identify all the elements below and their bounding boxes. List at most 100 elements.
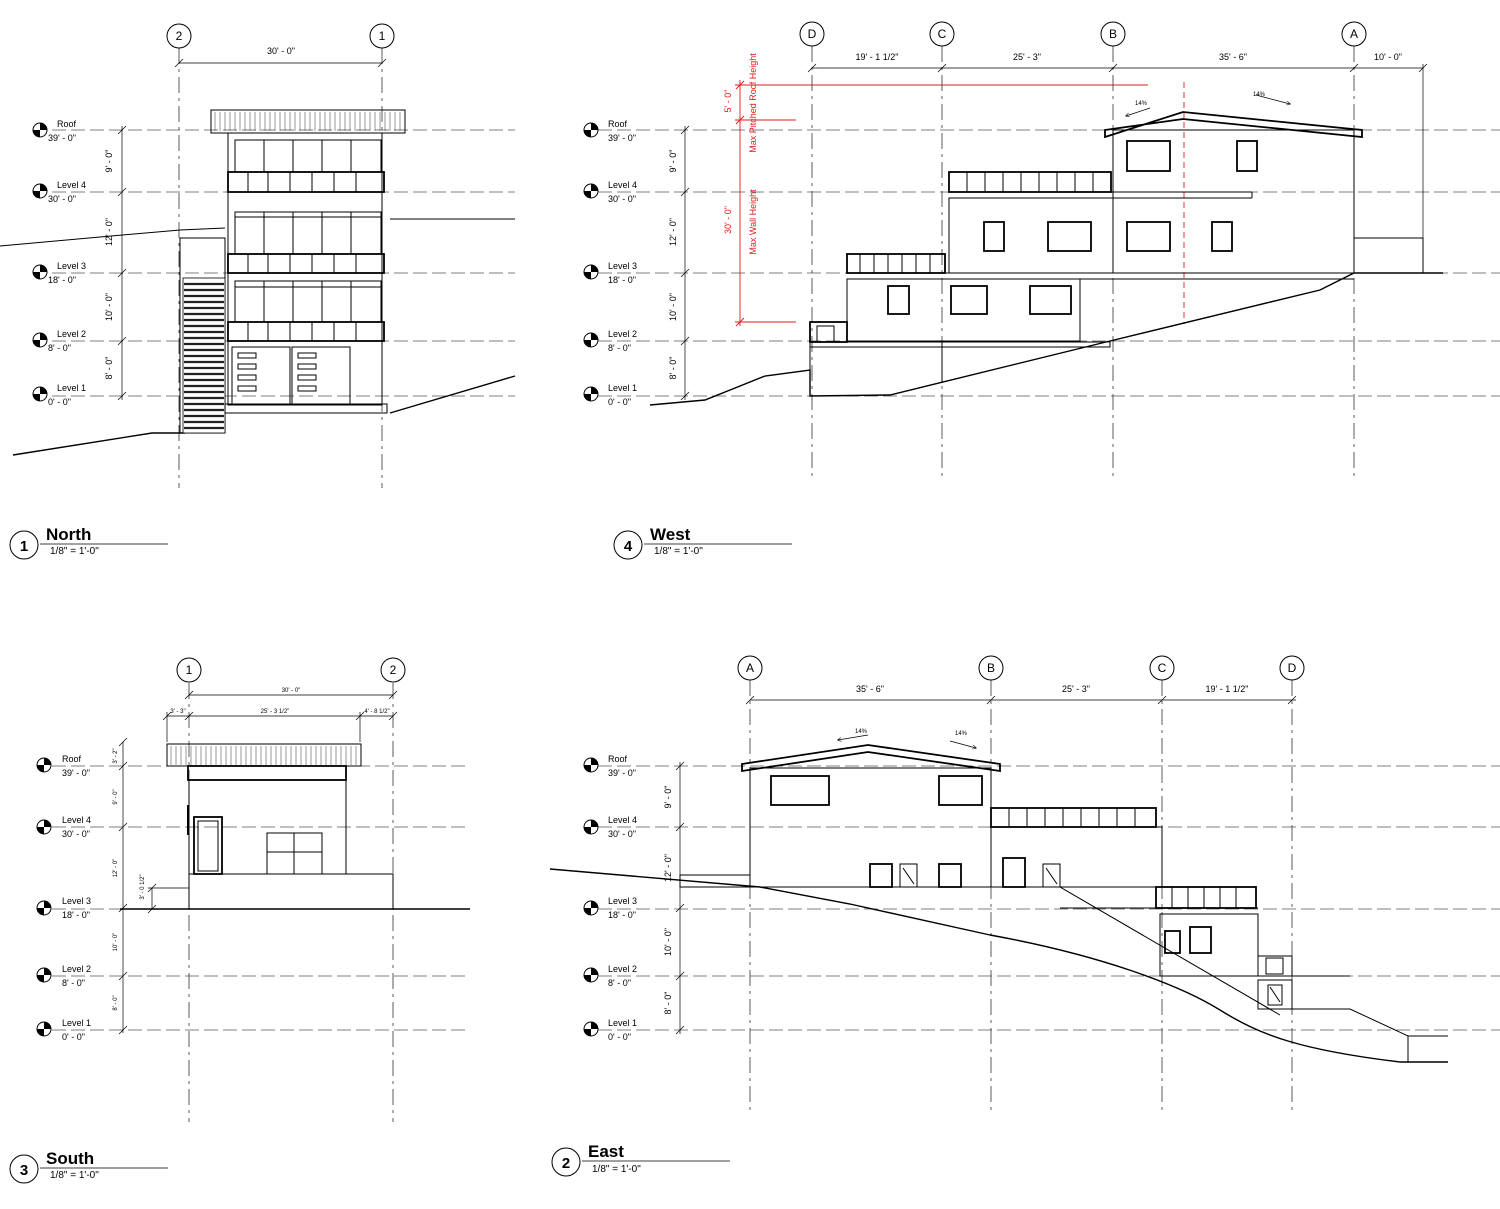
level-elevation: 39' - 0" (608, 768, 636, 778)
east-grid-dimensions: 35' - 6" 25' - 3" 19' - 1 1/2" (745, 684, 1297, 705)
north-view-title: 1 North 1/8" = 1'-0" (9, 525, 168, 560)
level-name: Level 4 (608, 815, 637, 825)
level-elevation: 18' - 0" (62, 910, 90, 920)
svg-text:1: 1 (186, 663, 193, 677)
story-height: 8' - 0" (104, 357, 114, 380)
view-number: 2 (562, 1155, 570, 1172)
svg-text:4' - 8 1/2": 4' - 8 1/2" (364, 709, 389, 715)
svg-text:14%: 14% (955, 731, 968, 737)
north-ground-line (389, 375, 516, 414)
svg-text:2: 2 (390, 663, 397, 677)
west-elevation: Roof 39' - 0" Level 4 30' - 0" Level 3 1… (583, 21, 1500, 560)
north-side-grade (0, 227, 226, 247)
svg-text:19' - 1 1/2": 19' - 1 1/2" (856, 52, 899, 62)
grid-bubble-2: 2 (380, 657, 406, 683)
grid-bubble-a: A (737, 655, 763, 681)
svg-text:B: B (987, 661, 995, 675)
svg-text:30' - 0": 30' - 0" (267, 46, 295, 56)
level-name: Level 3 (608, 261, 637, 271)
grid-bubble-b: B (978, 655, 1004, 681)
story-height: 9' - 0" (104, 150, 114, 173)
level-elevation: 39' - 0" (62, 768, 90, 778)
level-name: Level 4 (57, 180, 86, 190)
view-title: South (46, 1149, 94, 1168)
svg-text:19' - 1 1/2": 19' - 1 1/2" (1206, 684, 1249, 694)
story-height: 12' - 0" (104, 218, 114, 246)
level-name: Roof (608, 754, 628, 764)
south-level-marker-level3: Level 3 18' - 0" (36, 896, 91, 920)
north-exterior-stair (179, 237, 226, 434)
level-name: Level 3 (62, 896, 91, 906)
north-level-marker-roof: Roof 39' - 0" (32, 119, 77, 143)
grid-bubble-2: 2 (166, 23, 192, 49)
story-height: 8' - 0" (113, 995, 119, 1010)
level-name: Roof (608, 119, 628, 129)
svg-text:A: A (1350, 27, 1358, 41)
story-height: 9' - 0" (668, 150, 678, 173)
level-elevation: 18' - 0" (608, 275, 636, 285)
svg-text:D: D (808, 27, 817, 41)
north-level-marker-level1: Level 1 0' - 0" (32, 383, 86, 407)
east-level-marker-level2: Level 2 8' - 0" (583, 964, 637, 988)
north-elevation: Roof 39' - 0" Level 4 30' - 0" Level 3 1… (0, 23, 516, 560)
west-level-marker-level1: Level 1 0' - 0" (583, 383, 637, 407)
level-elevation: 0' - 0" (48, 397, 71, 407)
north-width-dimension: 30' - 0" (174, 46, 387, 68)
svg-text:25' - 3 1/2": 25' - 3 1/2" (261, 709, 290, 715)
north-building (210, 109, 406, 414)
level-name: Level 2 (608, 964, 637, 974)
east-roof-slopes: 14% 14% (838, 729, 976, 748)
level-elevation: 8' - 0" (62, 978, 85, 988)
svg-text:25' - 3": 25' - 3" (1062, 684, 1090, 694)
max-wall-height-label: Max Wall Height (748, 189, 758, 255)
level-elevation: 39' - 0" (48, 133, 76, 143)
level-name: Level 4 (62, 815, 91, 825)
south-building (166, 743, 394, 910)
story-height: 12' - 0" (113, 859, 119, 878)
level-name: Level 3 (608, 896, 637, 906)
view-title: East (588, 1142, 624, 1161)
svg-text:30' - 0": 30' - 0" (282, 688, 301, 694)
level-name: Level 2 (62, 964, 91, 974)
svg-text:35' - 6": 35' - 6" (1219, 52, 1247, 62)
level-elevation: 39' - 0" (608, 133, 636, 143)
level-elevation: 0' - 0" (608, 1032, 631, 1042)
east-story-dims: 9' - 0" 12' - 0" 10' - 0" 8' - 0" (663, 761, 685, 1035)
south-story-dims: 3' - 2" 9' - 0" 12' - 0" 10' - 0" 8' - 0… (113, 737, 189, 1035)
east-level-marker-level1: Level 1 0' - 0" (583, 1018, 637, 1042)
view-number: 4 (624, 538, 633, 555)
story-height: 10' - 0" (113, 933, 119, 952)
level-name: Level 2 (57, 329, 86, 339)
east-elevation: Roof 39' - 0" Level 4 30' - 0" Level 3 1… (549, 655, 1500, 1177)
level-name: Roof (62, 754, 82, 764)
north-story-dims: 9' - 0" 12' - 0" 10' - 0" 8' - 0" (104, 125, 127, 401)
east-level-lines (598, 765, 1500, 1031)
west-ground-line (649, 272, 1443, 406)
roof-allowance-dim: 5' - 0" (723, 90, 733, 113)
south-elevation: Roof 39' - 0" Level 4 30' - 0" Level 3 1… (9, 657, 470, 1184)
view-title: North (46, 525, 91, 544)
south-level-marker-roof: Roof 39' - 0" (36, 754, 90, 778)
north-level-lines (52, 129, 515, 397)
svg-text:1: 1 (379, 29, 386, 43)
level-name: Roof (57, 119, 77, 129)
svg-text:35' - 6": 35' - 6" (856, 684, 884, 694)
grid-bubble-c: C (929, 21, 955, 47)
story-height: 12' - 0" (663, 854, 673, 882)
svg-text:C: C (1158, 661, 1167, 675)
level-elevation: 0' - 0" (62, 1032, 85, 1042)
south-width-dimensions: 30' - 0" 3' - 3" 25' - 3 1/2" 4' - 8 1/2… (162, 688, 398, 742)
level-elevation: 0' - 0" (608, 397, 631, 407)
level-elevation: 30' - 0" (608, 194, 636, 204)
roof-height-dim: 3' - 2" (113, 748, 119, 763)
svg-text:10' - 0": 10' - 0" (1374, 52, 1402, 62)
east-level-marker-level4: Level 4 30' - 0" (583, 815, 637, 839)
svg-text:D: D (1288, 661, 1297, 675)
svg-text:3' - 3": 3' - 3" (170, 709, 185, 715)
svg-text:25' - 3": 25' - 3" (1013, 52, 1041, 62)
west-level-marker-level3: Level 3 18' - 0" (583, 261, 637, 285)
east-level-marker-level3: Level 3 18' - 0" (583, 896, 637, 920)
svg-text:14%: 14% (1135, 101, 1148, 107)
north-level-marker-level3: Level 3 18' - 0" (32, 261, 86, 285)
level-elevation: 30' - 0" (62, 829, 90, 839)
